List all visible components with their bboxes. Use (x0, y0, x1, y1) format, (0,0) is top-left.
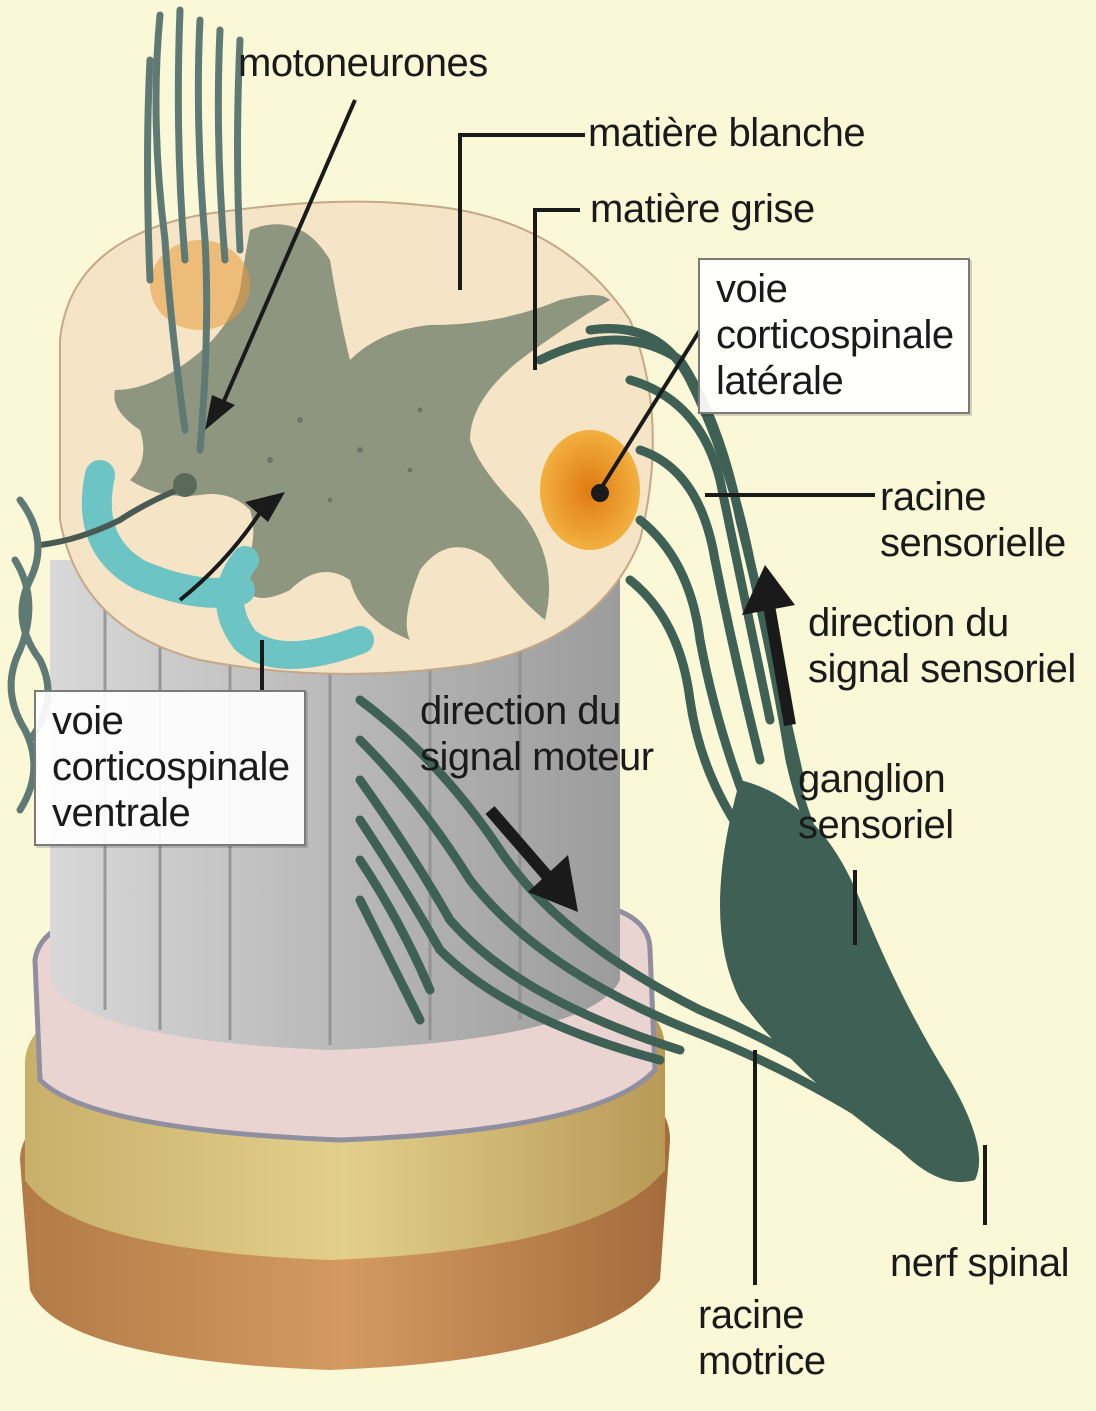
label-racine-motrice: racine motrice (698, 1292, 826, 1384)
label-voie-corticospinale-laterale: voie corticospinale latérale (698, 258, 970, 414)
label-racine-sensorielle: racine sensorielle (880, 474, 1066, 566)
label-matiere-grise: matière grise (590, 186, 815, 232)
label-motoneurones: motoneurones (238, 40, 488, 86)
label-matiere-blanche: matière blanche (588, 110, 865, 156)
label-nerf-spinal: nerf spinal (890, 1240, 1069, 1286)
label-ganglion-sensoriel: ganglion sensoriel (798, 756, 954, 848)
label-direction-signal-moteur: direction du signal moteur (420, 688, 654, 780)
label-voie-corticospinale-ventrale: voie corticospinale ventrale (34, 690, 306, 846)
label-direction-signal-sensoriel: direction du signal sensoriel (808, 600, 1076, 692)
